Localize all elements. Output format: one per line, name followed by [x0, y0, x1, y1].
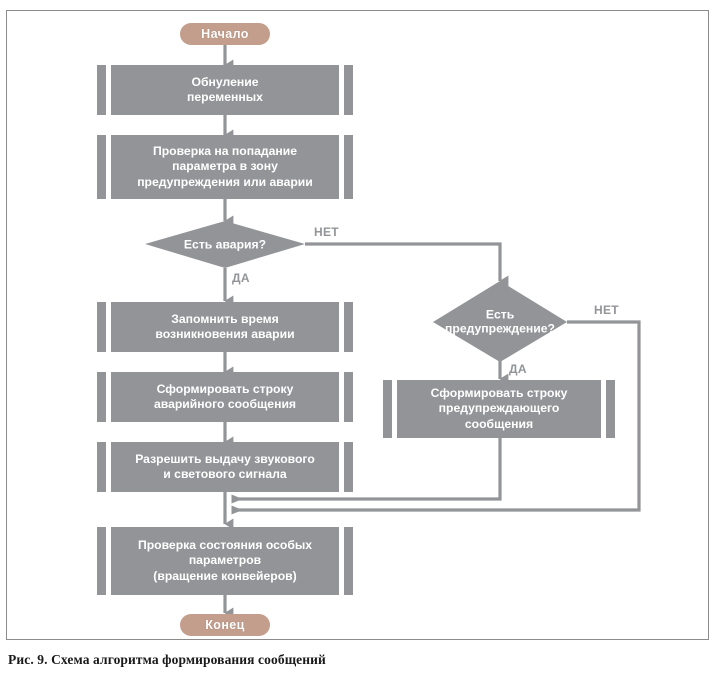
- edge-label-alarm-no: НЕТ: [314, 225, 339, 239]
- node-build-alarm-msg-bar-right: [344, 372, 353, 422]
- node-is-alarm-label: Есть авария?: [183, 237, 267, 252]
- node-enable-signals-bar-right: [344, 442, 353, 492]
- edge-label-warning-yes: ДА: [509, 362, 527, 376]
- node-check-zone-bar-right: [344, 135, 353, 199]
- node-reset-vars-bar-right: [344, 65, 353, 115]
- node-store-time-bar-right: [344, 302, 353, 352]
- node-enable-signals-bar-left: [97, 442, 106, 492]
- decision-shape-is-warning: [433, 281, 567, 362]
- node-start-label: Начало: [201, 27, 249, 41]
- node-end[interactable]: Конец: [180, 614, 270, 636]
- decision-shape-is-alarm: [145, 221, 305, 268]
- node-build-warn-msg-bar-left: [383, 380, 392, 438]
- node-end-label: Конец: [205, 618, 245, 632]
- node-is-alarm[interactable]: Есть авария?: [145, 221, 305, 268]
- node-check-special-bar-left: [97, 527, 106, 595]
- node-build-alarm-msg-bar-left: [97, 372, 106, 422]
- node-check-special-bar-right: [344, 527, 353, 595]
- edge-label-warning-no: НЕТ: [594, 303, 619, 317]
- node-start[interactable]: Начало: [180, 23, 270, 45]
- figure-caption: Рис. 9. Схема алгоритма формирования соо…: [8, 652, 326, 667]
- node-store-time-bar-left: [97, 302, 106, 352]
- edge-label-alarm-yes: ДА: [232, 271, 250, 285]
- node-check-zone-bar-left: [97, 135, 106, 199]
- node-build-warn-msg-bar-right: [606, 380, 615, 438]
- node-reset-vars-bar-left: [97, 65, 106, 115]
